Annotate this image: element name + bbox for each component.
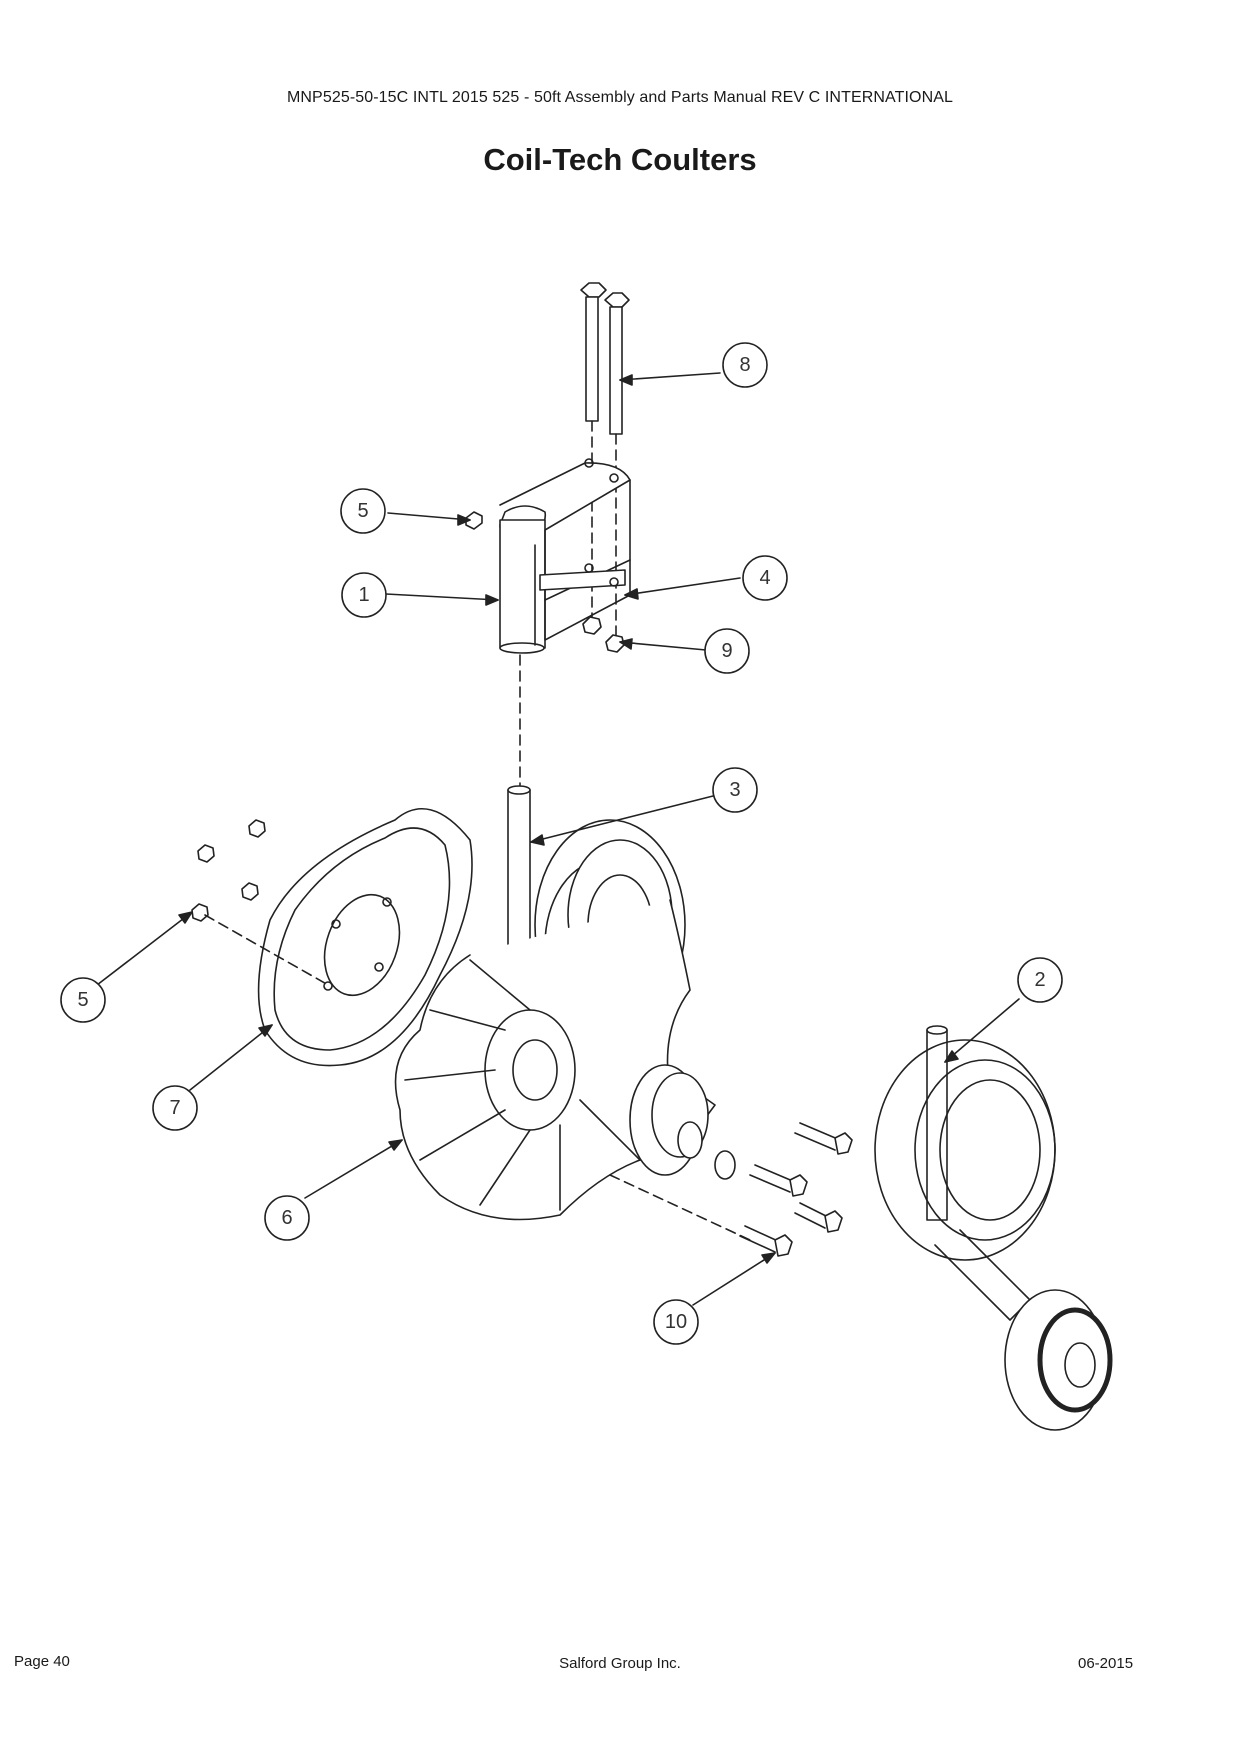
revision-date: 06-2015: [1078, 1655, 1134, 1672]
coil-spring-2: [874, 1025, 1056, 1321]
callout-7: 7: [169, 1097, 180, 1119]
callout-6: 6: [281, 1207, 292, 1229]
nut-9a: [582, 616, 602, 635]
callout-3: 3: [729, 779, 740, 801]
bolt-8a: [580, 282, 607, 422]
loose-nuts-5: [191, 819, 266, 922]
disc-blade-7: [257, 808, 473, 1067]
callout-9: 9: [721, 640, 732, 662]
wavy-coulter-blade-6: [394, 899, 691, 1221]
callout-4: 4: [759, 567, 770, 589]
hub-bearing: [629, 1064, 736, 1180]
page-number: Page 40: [14, 1653, 70, 1670]
bolt-8b: [604, 292, 630, 435]
callout-10: 10: [665, 1311, 687, 1333]
manual-title: MNP525-50-15C INTL 2015 525 - 50ft Assem…: [286, 89, 954, 106]
callout-5-left: 5: [77, 989, 88, 1011]
callout-2: 2: [1034, 969, 1045, 991]
nut-5-top: [465, 511, 483, 530]
callout-8: 8: [739, 354, 750, 376]
hub-assembly: [1004, 1289, 1113, 1431]
page-title: Coil-Tech Coulters: [483, 142, 757, 177]
mount-bracket: [499, 458, 631, 654]
callout-1: 1: [358, 584, 369, 606]
company-name: Salford Group Inc.: [559, 1655, 681, 1672]
bolts-10: [739, 1122, 853, 1257]
callout-5-top: 5: [357, 500, 368, 522]
